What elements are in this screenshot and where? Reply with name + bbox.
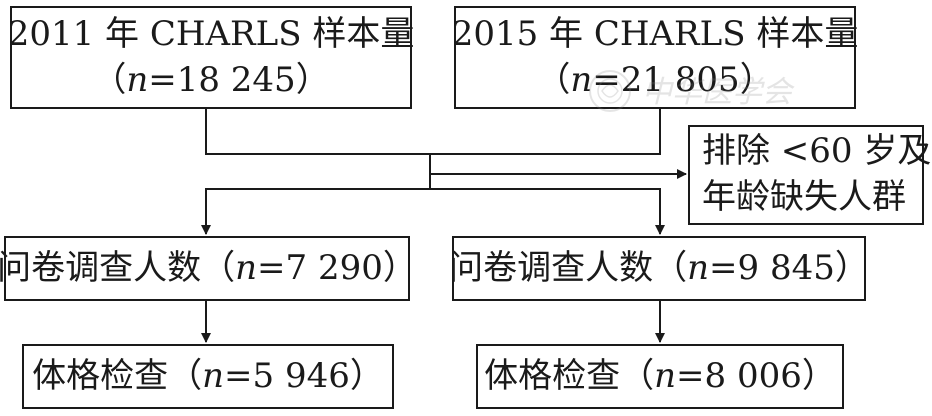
box-2011-title: 2011 年 CHARLS 样本量	[7, 13, 415, 54]
box-2011-count: （n=18 245）	[92, 59, 330, 100]
connector-2011-down	[205, 109, 661, 155]
box-2015-title: 2015 年 CHARLS 样本量	[451, 13, 859, 54]
box-2015-exam: 体格检查（n=8 006）	[476, 344, 844, 409]
box-2015-count: （n=21 805）	[536, 59, 774, 100]
q2015-text: 问卷调查人数（n=9 845）	[449, 247, 869, 288]
box-2011-questionnaire: 问卷调查人数（n=7 290）	[0, 236, 417, 301]
q2011-text: 问卷调查人数（n=7 290）	[0, 247, 417, 288]
p2015-text: 体格检查（n=8 006）	[484, 355, 836, 396]
p2011-text: 体格检查（n=5 946）	[32, 355, 384, 396]
box-2011-exam: 体格检查（n=5 946）	[22, 344, 394, 409]
branch-line	[205, 188, 665, 235]
box-2011-sample: 2011 年 CHARLS 样本量 （n=18 245）	[7, 6, 415, 109]
box-2015-questionnaire: 问卷调查人数（n=9 845）	[449, 236, 869, 301]
box-2015-sample: 2015 年 CHARLS 样本量 （n=21 805）	[451, 6, 859, 109]
exclusion-line-1: 排除 <60 岁及	[702, 131, 932, 172]
box-exclusion: 排除 <60 岁及 年龄缺失人群	[688, 125, 931, 225]
exclusion-line-2: 年龄缺失人群	[702, 177, 906, 217]
